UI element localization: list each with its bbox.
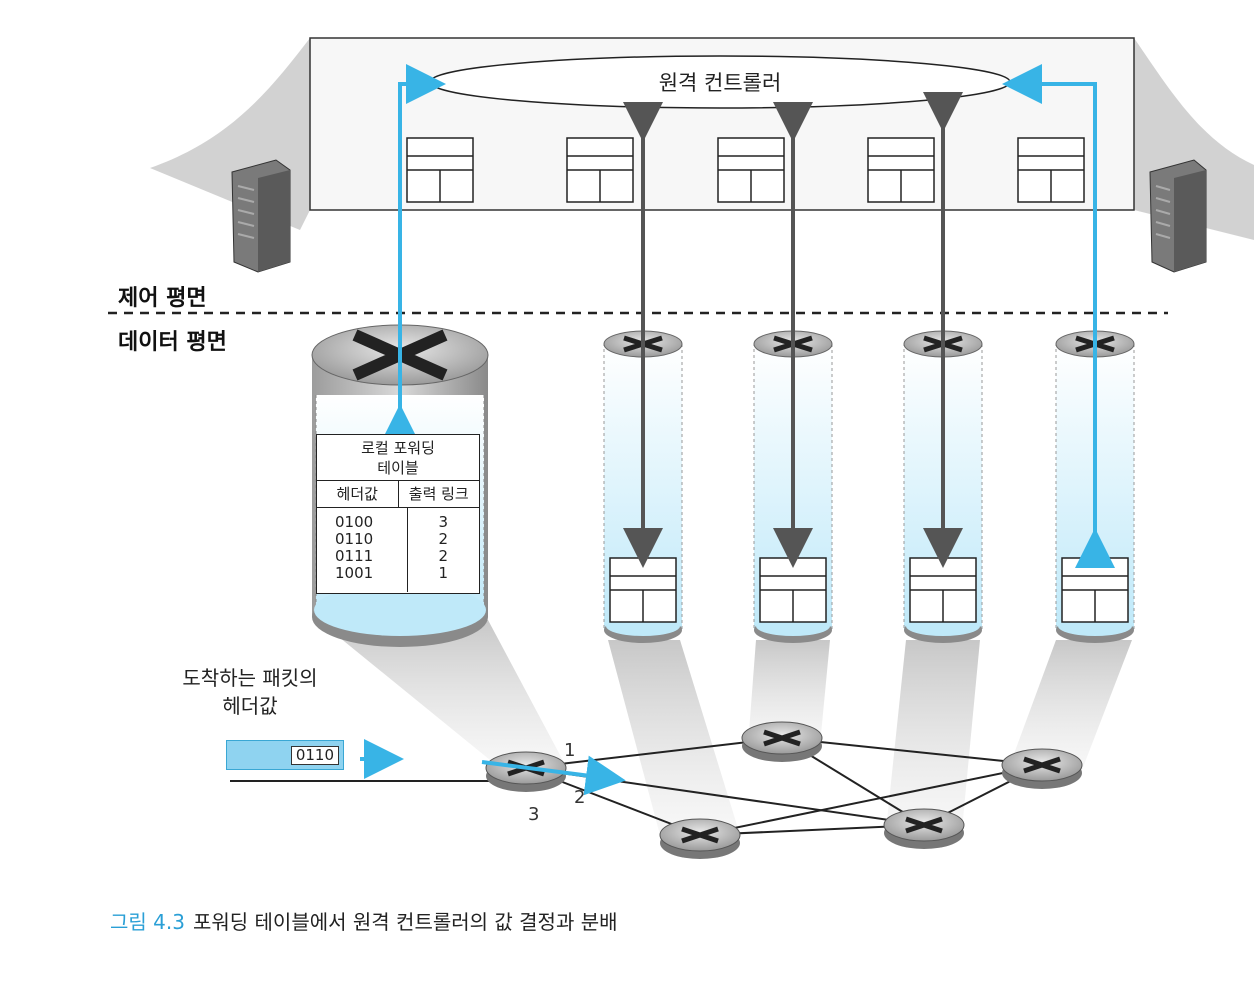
network-router-5 (883, 808, 965, 849)
table-title-line1: 로컬 포워딩 (361, 439, 435, 457)
network-router-4 (659, 818, 741, 859)
server-left-icon (231, 159, 291, 273)
data-plane-label: 데이터 평면 (118, 330, 227, 355)
arriving-label-line2: 헤더값 (222, 694, 278, 718)
network-routers (485, 721, 1083, 859)
table-title-line2: 테이블 (377, 459, 419, 477)
controller-label: 원격 컨트롤러 (659, 71, 782, 95)
table-title: 로컬 포워딩 테이블 (317, 435, 479, 481)
packet: 0110 (226, 740, 344, 770)
network-router-2 (741, 721, 823, 762)
forward-arrow (481, 755, 626, 796)
header-value-column: 헤더값 (317, 481, 399, 507)
table-header-row: 헤더값 출력 링크 (317, 481, 479, 508)
control-plane-label: 제어 평면 (118, 286, 207, 311)
header-values: 0100 0110 0111 1001 (317, 508, 408, 592)
remote-router-cylinders (603, 330, 1135, 643)
server-right-icon (1149, 159, 1207, 273)
table-row: 0110 (335, 530, 374, 548)
port-label-2: 2 (574, 787, 585, 808)
blue-arrows (380, 64, 1115, 568)
table-row: 2 (438, 530, 449, 548)
packet-header-value: 0110 (290, 746, 339, 765)
figure-number: 그림 4.3 (110, 910, 185, 934)
table-row: 2 (438, 547, 449, 565)
caption-text: 포워딩 테이블에서 원격 컨트롤러의 값 결정과 분배 (192, 910, 618, 934)
controller-router-arrows (623, 92, 963, 568)
port-label-3: 3 (528, 804, 539, 825)
table-row: 0100 (335, 513, 374, 531)
table-row: 3 (438, 513, 449, 531)
network-router-3 (1001, 748, 1083, 789)
beams (318, 620, 1132, 835)
output-link-column: 출력 링크 (408, 485, 469, 503)
router-tables (609, 557, 1129, 623)
table-row: 1 (438, 564, 449, 582)
output-links: 3 2 2 1 (408, 508, 480, 592)
arriving-label-line1: 도착하는 패킷의 (182, 666, 318, 690)
port-label-1: 1 (564, 740, 575, 761)
arriving-packet-label: 도착하는 패킷의 헤더값 (150, 664, 350, 720)
figure-caption: 그림 4.3 포워딩 테이블에서 원격 컨트롤러의 값 결정과 분배 (110, 906, 618, 935)
local-forwarding-table: 로컬 포워딩 테이블 헤더값 출력 링크 0100 0110 0111 1001… (316, 434, 480, 594)
table-row: 1001 (335, 564, 374, 582)
table-row: 0111 (335, 547, 374, 565)
table-body: 0100 0110 0111 1001 3 2 2 1 (317, 508, 479, 592)
